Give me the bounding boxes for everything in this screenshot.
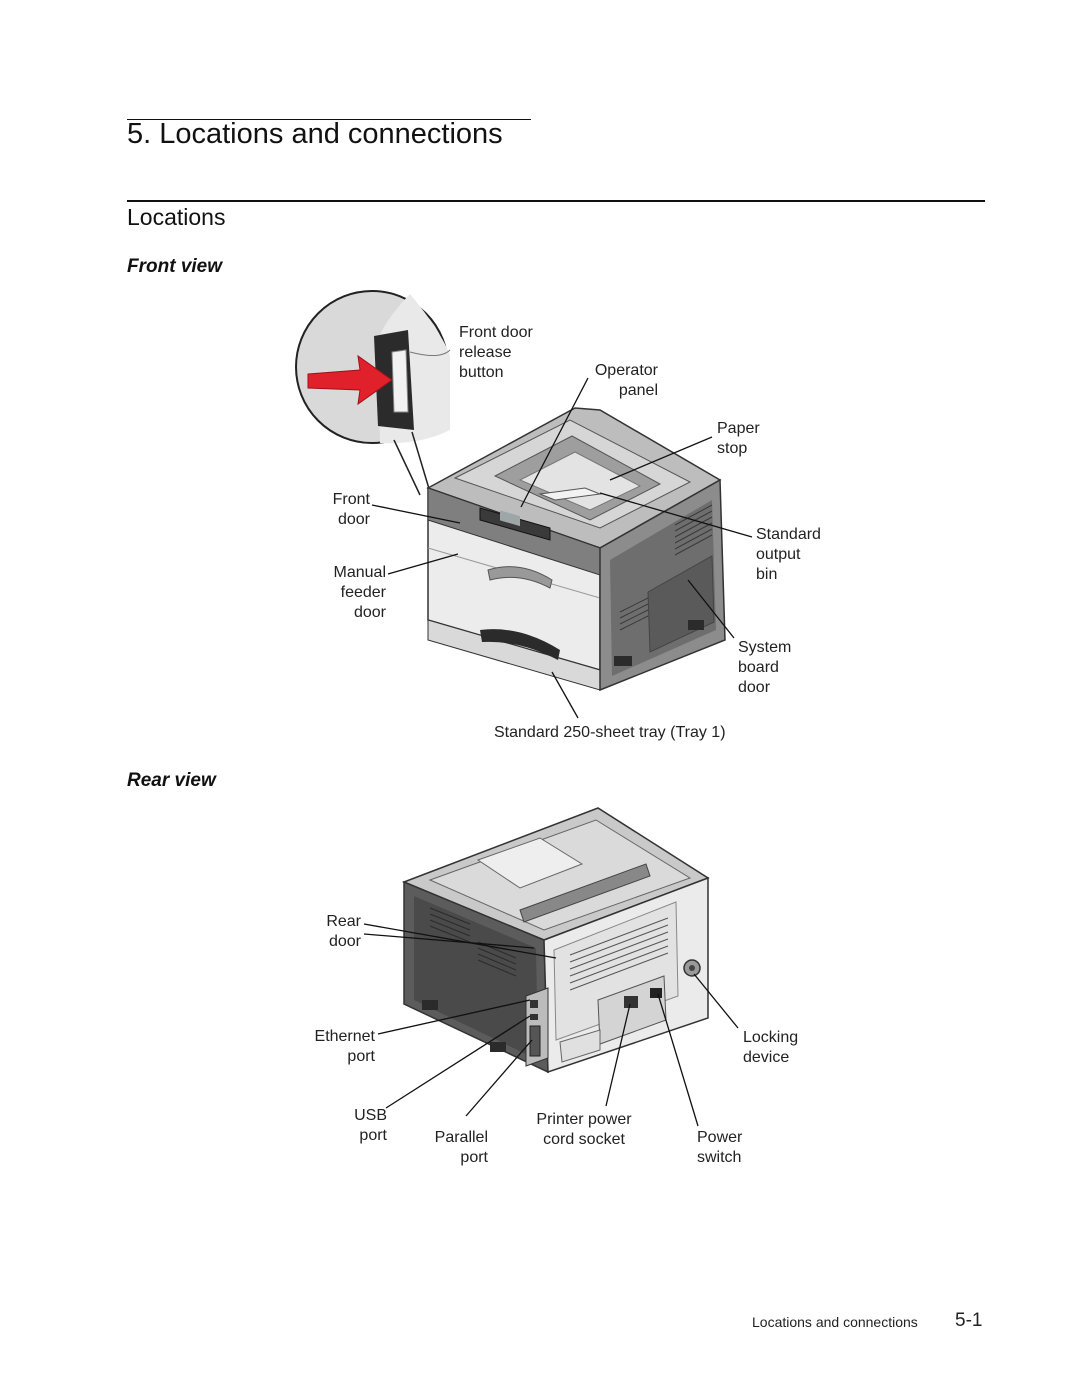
label-system-board-door: System board door xyxy=(738,639,792,696)
chapter-title: 5. Locations and connections xyxy=(127,118,503,150)
front-door-release-inset xyxy=(295,290,451,496)
label-power-switch: Power switch xyxy=(697,1129,743,1166)
label-operator-panel: Operator panel xyxy=(594,362,658,399)
label-usb-port: USB port xyxy=(354,1107,387,1144)
footer-title: Locations and connections xyxy=(752,1314,918,1330)
label-locking-device: Locking device xyxy=(743,1029,799,1066)
label-standard-tray: Standard 250-sheet tray (Tray 1) xyxy=(494,724,726,741)
label-paper-stop: Paper stop xyxy=(717,420,760,457)
front-leader-lines xyxy=(371,377,753,719)
section-rule xyxy=(127,200,985,202)
label-printer-power-cord-socket: Printer power cord socket xyxy=(536,1111,632,1148)
page-number: 5-1 xyxy=(955,1310,983,1331)
chapter-rule xyxy=(127,119,531,120)
label-parallel-port: Parallel port xyxy=(434,1129,488,1166)
label-front-door: Front door xyxy=(332,491,370,528)
front-view-heading: Front view xyxy=(127,256,223,277)
rear-view-heading: Rear view xyxy=(127,770,216,791)
label-standard-output-bin: Standard output bin xyxy=(756,526,821,583)
section-title: Locations xyxy=(127,204,226,230)
label-ethernet-port: Ethernet port xyxy=(314,1028,375,1065)
label-rear-door: Rear door xyxy=(326,913,361,950)
label-manual-feeder-door: Manual feeder door xyxy=(333,564,386,621)
label-front-door-release-button: Front door release button xyxy=(459,324,533,381)
